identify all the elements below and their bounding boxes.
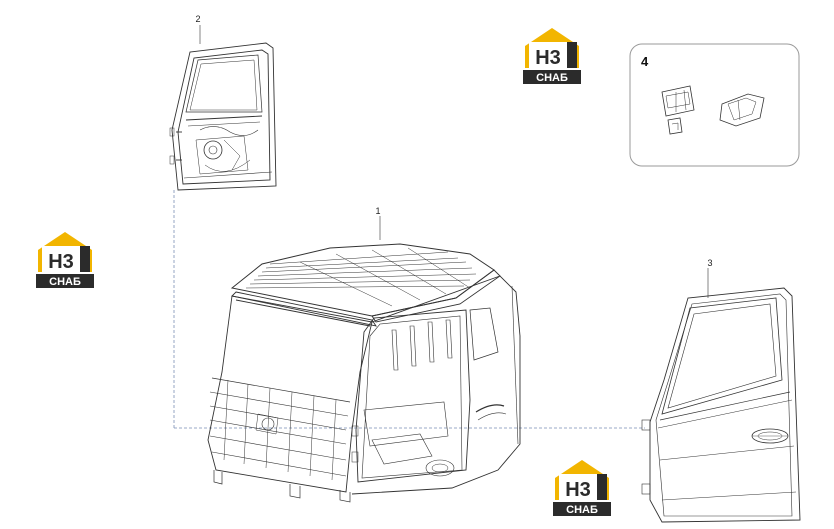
watermark-logo-bottom: Н3 СНАБ bbox=[551, 456, 613, 518]
inset-part-4: 4 bbox=[629, 43, 800, 167]
callout-label-2: 2 bbox=[195, 14, 200, 24]
watermark-logo-top: Н3 СНАБ bbox=[521, 24, 583, 86]
door-part-3: 3 bbox=[641, 258, 801, 523]
cabin-body-part-1: 1 bbox=[207, 206, 521, 503]
leader-lines bbox=[173, 190, 645, 429]
logo-sub-text: СНАБ bbox=[49, 276, 81, 288]
callout-label-4: 4 bbox=[641, 54, 649, 69]
logo-main-text: Н3 bbox=[48, 251, 74, 273]
door-frame-part-2: 2 bbox=[169, 14, 277, 191]
logo-sub-text: СНАБ bbox=[536, 72, 568, 84]
logo-main-text: Н3 bbox=[565, 479, 591, 501]
callout-label-3: 3 bbox=[707, 258, 712, 268]
logo-main-text: Н3 bbox=[535, 47, 561, 69]
watermark-logo-left: Н3 СНАБ bbox=[34, 228, 96, 290]
logo-sub-text: СНАБ bbox=[566, 504, 598, 516]
callout-label-1: 1 bbox=[375, 206, 380, 216]
